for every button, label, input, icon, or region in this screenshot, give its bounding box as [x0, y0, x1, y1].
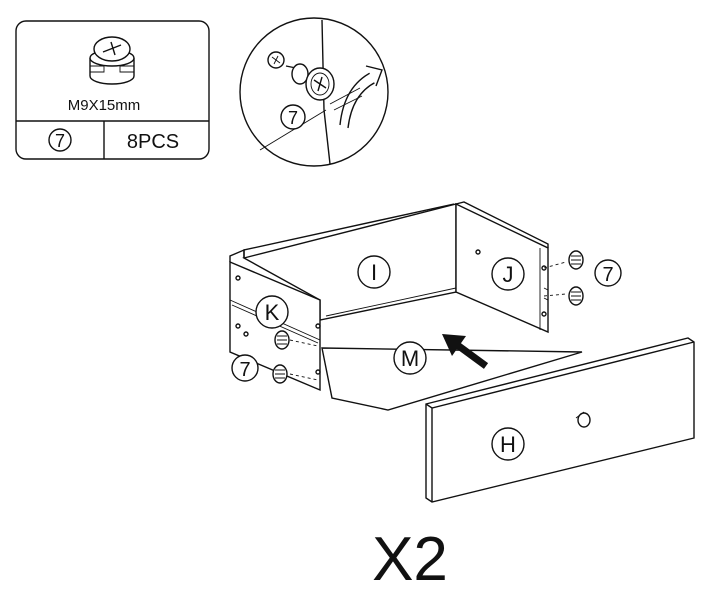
svg-text:M: M: [401, 346, 419, 371]
panel-label-left-side: K: [255, 295, 289, 329]
svg-text:J: J: [503, 262, 514, 287]
bottom-panel: [321, 347, 583, 411]
cam-bolt-icon: [285, 63, 335, 101]
hardware-size-label: M9X15mm: [68, 97, 141, 114]
svg-text:K: K: [265, 300, 280, 325]
cam-bolts-right: [543, 250, 584, 306]
detail-part-number: 7: [288, 108, 298, 128]
panel-label-bottom: M: [393, 341, 427, 375]
cam-lock-icon: [89, 36, 135, 85]
hardware-part-number: 7: [55, 131, 65, 151]
panel-label-right-side: J: [491, 257, 525, 291]
cam-bolts-left: [272, 330, 319, 384]
panel-label-back: I: [357, 255, 391, 289]
multiplier-label: X2: [372, 525, 448, 591]
hardware-info-box: M9X15mm 7 8PCS: [15, 20, 210, 160]
screwdriver-icon: [329, 87, 363, 111]
svg-text:7: 7: [602, 264, 613, 286]
push-arrow-icon: [442, 334, 489, 369]
svg-text:7: 7: [239, 359, 250, 381]
svg-text:H: H: [500, 432, 516, 457]
panel-label-front: H: [491, 427, 525, 461]
callout-left-7: 7: [231, 354, 259, 382]
drawer-assembly: I J K M H 7 7: [229, 201, 695, 503]
part-number-circle: [48, 128, 72, 152]
detail-part-circle: [280, 104, 306, 130]
svg-text:I: I: [371, 260, 377, 285]
callout-right-7: 7: [594, 259, 622, 287]
hardware-quantity: 8PCS: [127, 131, 179, 153]
knob-icon: [575, 411, 591, 428]
detail-circle: 7: [239, 17, 389, 167]
front-panel: [425, 337, 695, 503]
rotation-arrow-icon: [339, 65, 383, 129]
